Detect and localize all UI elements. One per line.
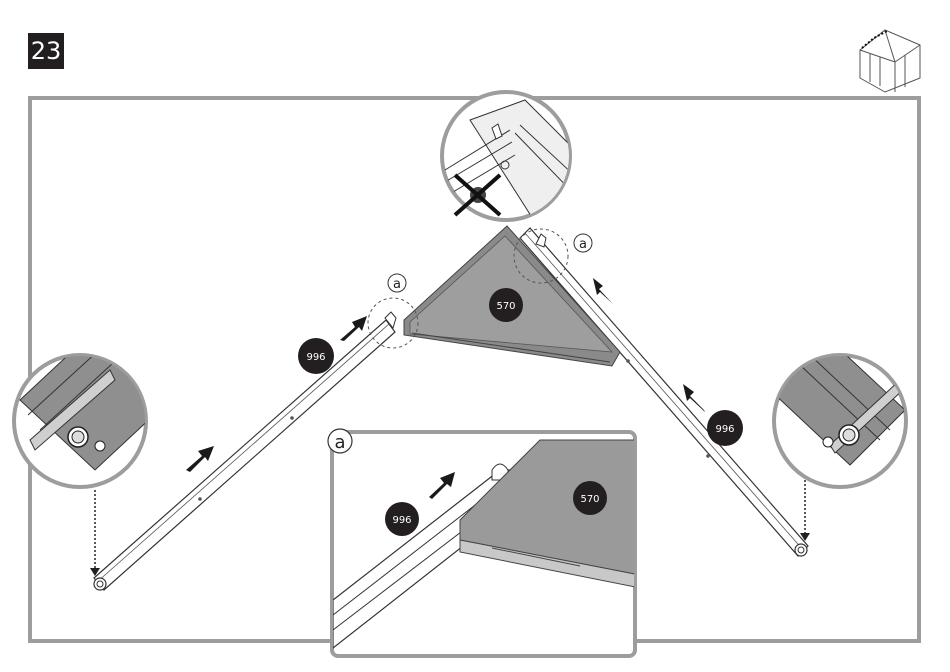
inset-part-label-996: 996 xyxy=(385,502,419,536)
inset-part-label-570: 570 xyxy=(573,481,607,515)
svg-text:a: a xyxy=(334,432,345,453)
detail-magnifier-left xyxy=(14,330,170,487)
inset-label-a: a xyxy=(328,429,352,453)
detail-magnifier-right xyxy=(770,340,906,487)
svg-text:996: 996 xyxy=(392,515,411,526)
svg-text:570: 570 xyxy=(496,301,515,312)
detail-label-left: a xyxy=(388,274,406,292)
part-label-996-right: 996 xyxy=(707,410,743,446)
svg-text:570: 570 xyxy=(580,494,599,505)
greenhouse-thumbnail-icon xyxy=(860,30,920,92)
part-label-570: 570 xyxy=(489,288,523,322)
detail-label-right: a xyxy=(574,234,592,252)
detail-magnifier-top xyxy=(442,92,600,230)
svg-text:996: 996 xyxy=(306,352,325,363)
svg-text:996: 996 xyxy=(715,424,734,435)
part-label-996-left: 996 xyxy=(298,338,334,374)
inset-detail-a: a 996 570 xyxy=(328,429,640,656)
svg-text:a: a xyxy=(393,277,401,292)
svg-text:a: a xyxy=(579,237,587,252)
